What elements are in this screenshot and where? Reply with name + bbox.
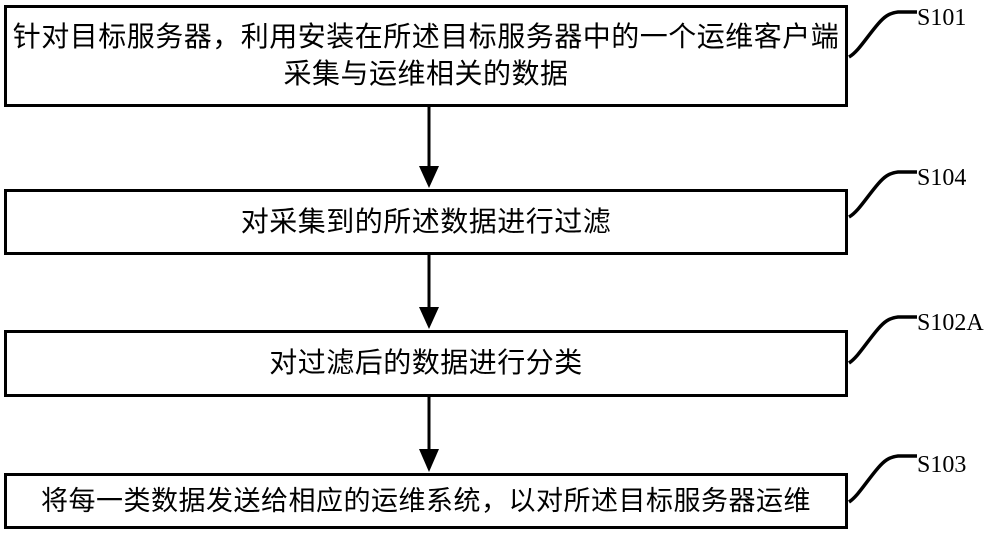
step-label-s101: S101 — [917, 5, 967, 31]
leader-line-s101 — [848, 10, 917, 59]
flow-arrow-3 — [419, 397, 439, 472]
step-box-s104: 对采集到的所述数据进行过滤 — [4, 189, 848, 255]
step-box-s103: 将每一类数据发送给相应的运维系统，以对所述目标服务器运维 — [4, 473, 848, 529]
step-box-s102a: 对过滤后的数据进行分类 — [4, 330, 848, 397]
step-text-line: 对采集到的所述数据进行过滤 — [240, 206, 612, 238]
leader-line-s102a — [847, 315, 917, 365]
step-text-line: 将每一类数据发送给相应的运维系统，以对所述目标服务器运维 — [41, 485, 811, 516]
step-box-s101: 针对目标服务器，利用安装在所述目标服务器中的一个运维客户端 采集与运维相关的数据 — [4, 5, 848, 107]
step-text-line: 对过滤后的数据进行分类 — [269, 348, 583, 379]
step-label-s102a: S102A — [917, 310, 984, 336]
flow-arrow-1 — [419, 107, 439, 188]
leader-line-s103 — [847, 454, 917, 504]
leader-line-s104 — [848, 170, 917, 219]
step-text-line: 采集与运维相关的数据 — [283, 59, 569, 90]
step-label-s103: S103 — [917, 452, 967, 478]
step-text-line: 针对目标服务器，利用安装在所述目标服务器中的一个运维客户端 — [12, 22, 840, 53]
flow-arrow-2 — [419, 255, 439, 329]
step-label-s104: S104 — [917, 165, 967, 191]
